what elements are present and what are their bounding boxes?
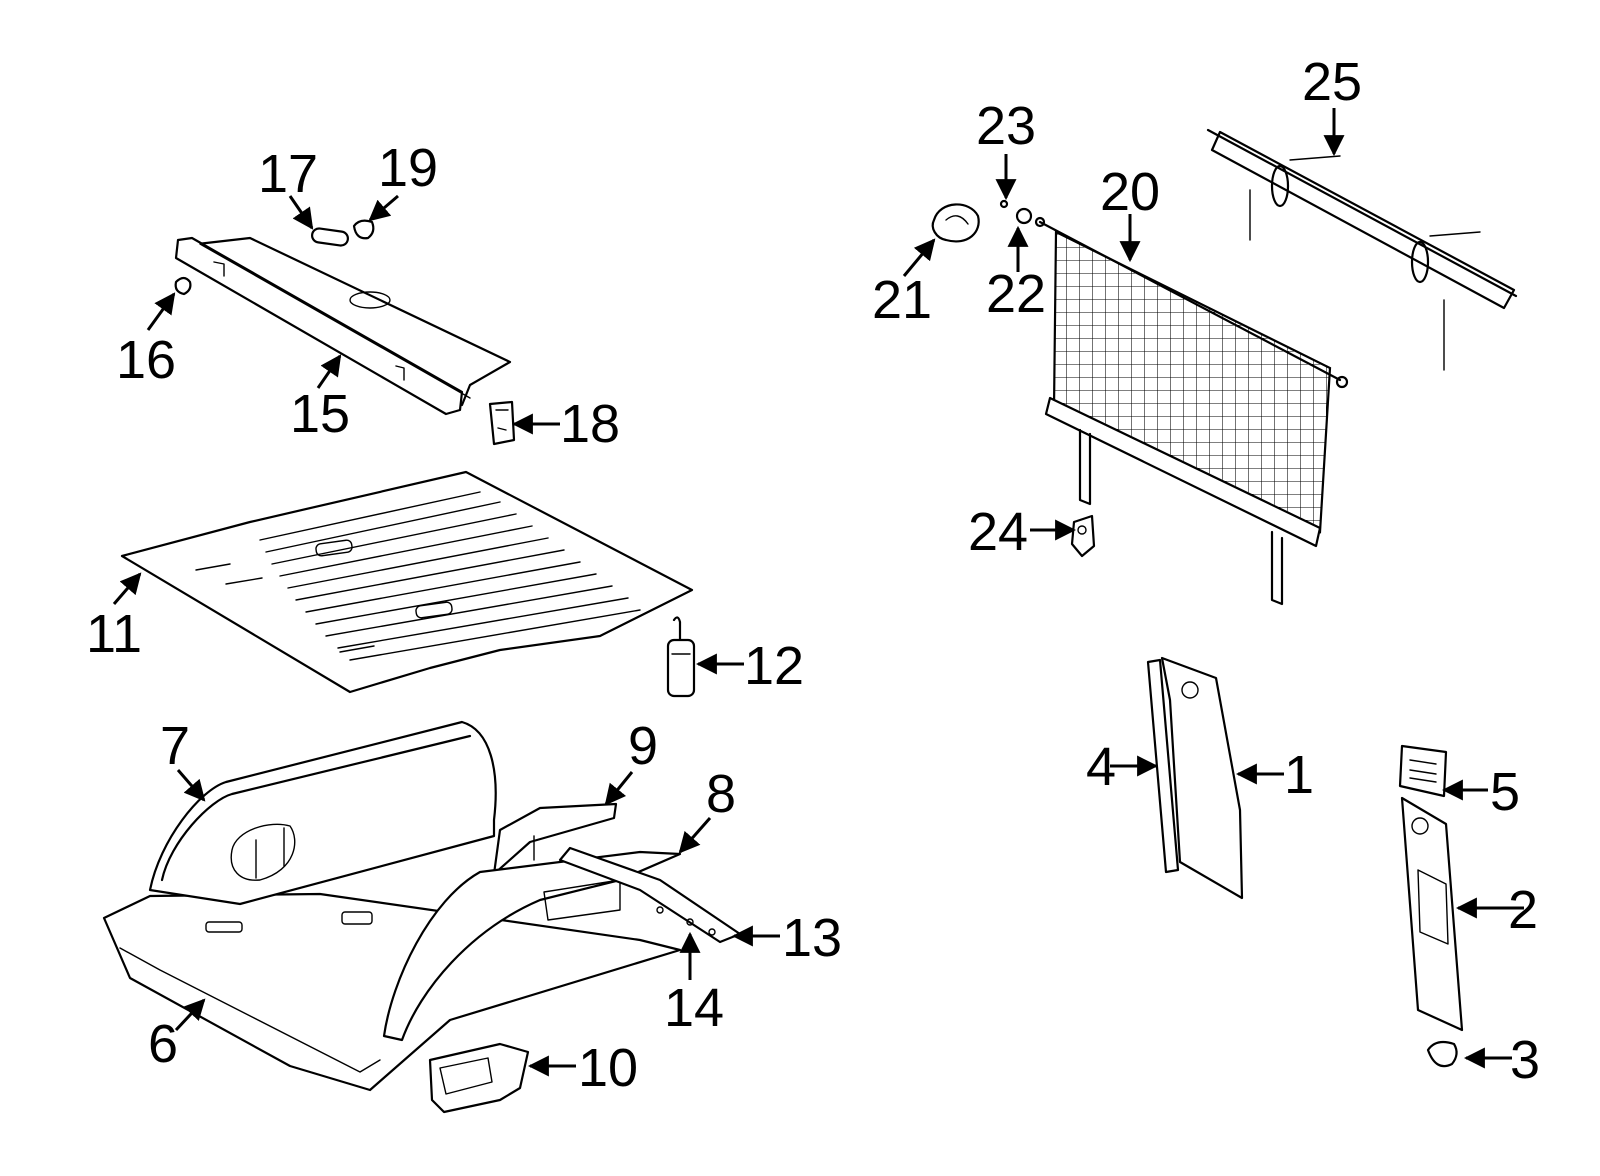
- callout-20: 20: [1100, 162, 1160, 222]
- hook-part-12: [666, 616, 696, 698]
- storage-bin-part-10: [428, 1042, 530, 1114]
- callout-1: 1: [1284, 745, 1314, 805]
- callout-labels: 1 2 3 4 5 6 7 8 9 10 11 12 13 14 15 16 1…: [86, 52, 1540, 1098]
- callout-16: 16: [116, 330, 176, 390]
- callout-2: 2: [1508, 880, 1538, 940]
- callout-8: 8: [706, 764, 736, 824]
- wheel-housing-trim-part-8: [382, 850, 682, 1042]
- callout-13: 13: [782, 908, 842, 968]
- leader-arrows: [112, 108, 1524, 1077]
- callout-12: 12: [744, 636, 804, 696]
- roller-part-25: [1206, 128, 1518, 371]
- callout-9: 9: [628, 716, 658, 776]
- callout-14: 14: [664, 978, 724, 1038]
- callout-6: 6: [148, 1014, 178, 1074]
- anchor-part-24: [1070, 514, 1096, 558]
- bracket-part-13: [558, 846, 742, 944]
- callout-3: 3: [1510, 1030, 1540, 1090]
- bracket-part-17: [311, 227, 349, 247]
- holder-part-18: [488, 400, 516, 446]
- bushing-part-22: [1015, 207, 1033, 225]
- cargo-net-part-20: [1034, 216, 1349, 606]
- callout-10: 10: [578, 1038, 638, 1098]
- pillar-trim-part-2: [1400, 796, 1464, 1032]
- pillar-trim-part-1: [1160, 656, 1244, 900]
- vent-part-5: [1398, 744, 1448, 798]
- callout-21: 21: [872, 270, 932, 330]
- wheel-housing-trim-part-7: [148, 720, 497, 906]
- callout-25: 25: [1302, 52, 1362, 112]
- clip-part-3: [1426, 1040, 1458, 1068]
- callout-17: 17: [258, 144, 318, 204]
- clip-part-16: [174, 276, 192, 296]
- callout-11: 11: [86, 604, 142, 664]
- callout-22: 22: [986, 264, 1046, 324]
- pillar-trim-part-4: [1146, 658, 1180, 874]
- bracket-part-21: [931, 203, 980, 243]
- callout-19: 19: [378, 138, 438, 198]
- callout-7: 7: [160, 716, 190, 776]
- callout-4: 4: [1086, 737, 1116, 797]
- callout-5: 5: [1490, 762, 1520, 822]
- clip-part-19: [352, 219, 375, 240]
- cargo-mat-part: [120, 470, 694, 694]
- washer-part-23: [999, 199, 1009, 209]
- cargo-cover-part: [174, 236, 512, 416]
- callout-15: 15: [290, 384, 350, 444]
- callout-24: 24: [968, 502, 1028, 562]
- callout-23: 23: [976, 96, 1036, 156]
- callout-18: 18: [560, 394, 620, 454]
